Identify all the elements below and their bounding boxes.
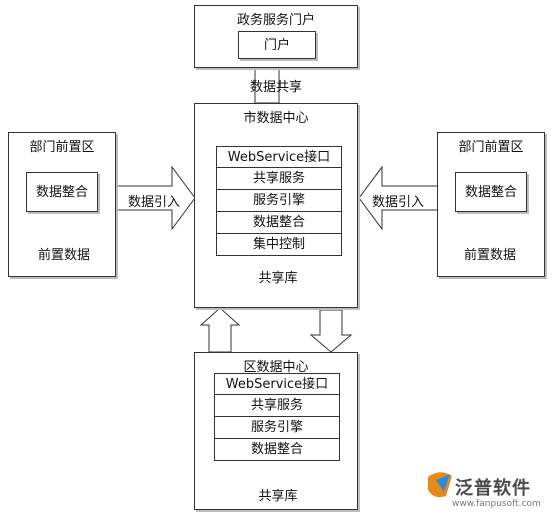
portal-button[interactable]: 门户	[238, 31, 316, 59]
city-stack-item: 数据整合	[216, 212, 342, 234]
left-data-import-arrow	[115, 165, 196, 231]
district-stack-item: 数据整合	[214, 439, 340, 461]
district-stack-item: WebService接口	[214, 373, 340, 395]
district-stack-item: 共享服务	[214, 395, 340, 417]
portal-title: 政务服务门户	[236, 13, 315, 28]
fanpu-logo-name: 泛普软件	[455, 478, 531, 499]
city-stack-item: 共享服务	[216, 168, 342, 190]
right-front-db-label: 前置数据	[463, 248, 516, 263]
left-dept-front-title: 部门前置区	[29, 140, 95, 155]
city-service-stack: WebService接口 共享服务 服务引擎 数据整合 集中控制	[216, 146, 342, 256]
district-data-center-title: 区数据中心	[243, 360, 309, 375]
right-dept-front-title: 部门前置区	[458, 140, 524, 155]
left-data-import-label: 数据引入	[128, 195, 181, 210]
city-data-center-title: 市数据中心	[243, 111, 309, 126]
right-data-import-arrow	[358, 165, 439, 231]
right-data-import-label: 数据引入	[372, 195, 425, 210]
district-down-arrow	[309, 309, 353, 353]
district-shared-db-label: 共享库	[258, 489, 298, 504]
right-data-integration-box: 数据整合	[455, 172, 527, 212]
left-data-integration-box: 数据整合	[26, 172, 98, 212]
fanpu-logo-icon	[428, 472, 452, 498]
district-stack-item: 服务引擎	[214, 417, 340, 439]
fanpu-logo-url: www.fanpusoft.com	[452, 499, 541, 509]
data-share-label: 数据共享	[250, 80, 303, 95]
left-front-db-label: 前置数据	[37, 248, 90, 263]
city-stack-item: 服务引擎	[216, 190, 342, 212]
city-stack-item: WebService接口	[216, 146, 342, 168]
district-service-stack: WebService接口 共享服务 服务引擎 数据整合	[214, 373, 340, 461]
city-stack-item: 集中控制	[216, 234, 342, 256]
city-shared-db-label: 共享库	[258, 271, 298, 286]
district-up-arrow	[199, 307, 241, 353]
